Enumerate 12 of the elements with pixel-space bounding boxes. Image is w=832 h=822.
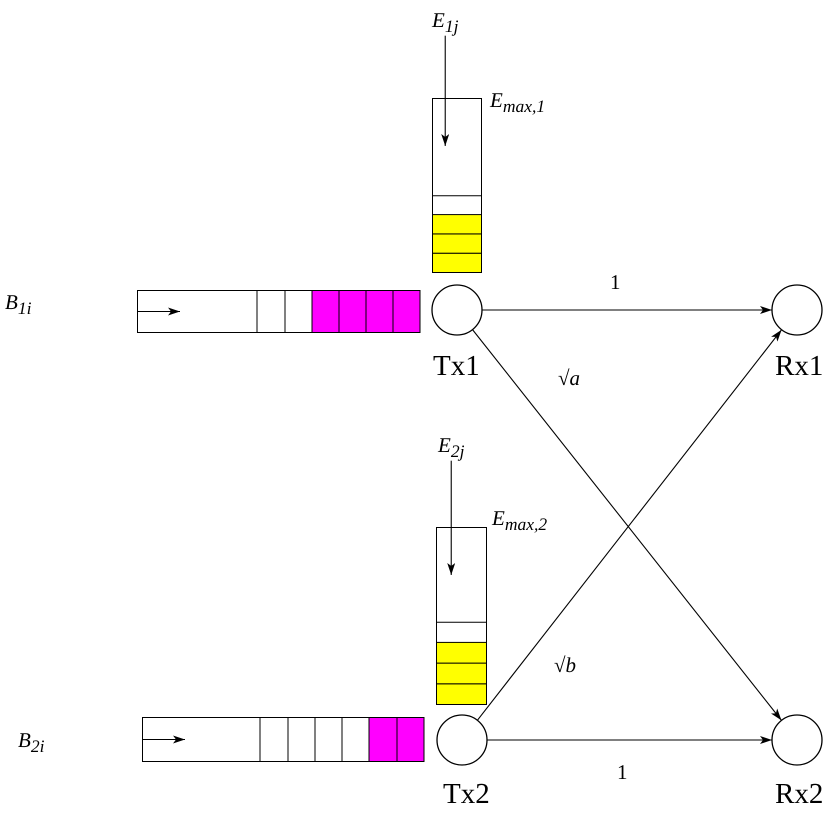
- arrow: [447, 460, 456, 575]
- node-label: Tx1: [433, 352, 480, 381]
- node-label: Rx2: [775, 780, 824, 809]
- capacity-label: E$_{max,1}$: [490, 90, 546, 116]
- arrow: [482, 306, 772, 314]
- node-label: Rx1: [775, 352, 824, 381]
- capacity-label: E$_{max,2}$: [492, 508, 548, 534]
- arrow: [487, 736, 772, 744]
- queue-label: B$_{2i}$: [18, 730, 44, 756]
- arrow: [441, 36, 450, 146]
- queue-label: B$_{1i}$: [5, 292, 32, 318]
- node-label: Tx2: [443, 780, 490, 809]
